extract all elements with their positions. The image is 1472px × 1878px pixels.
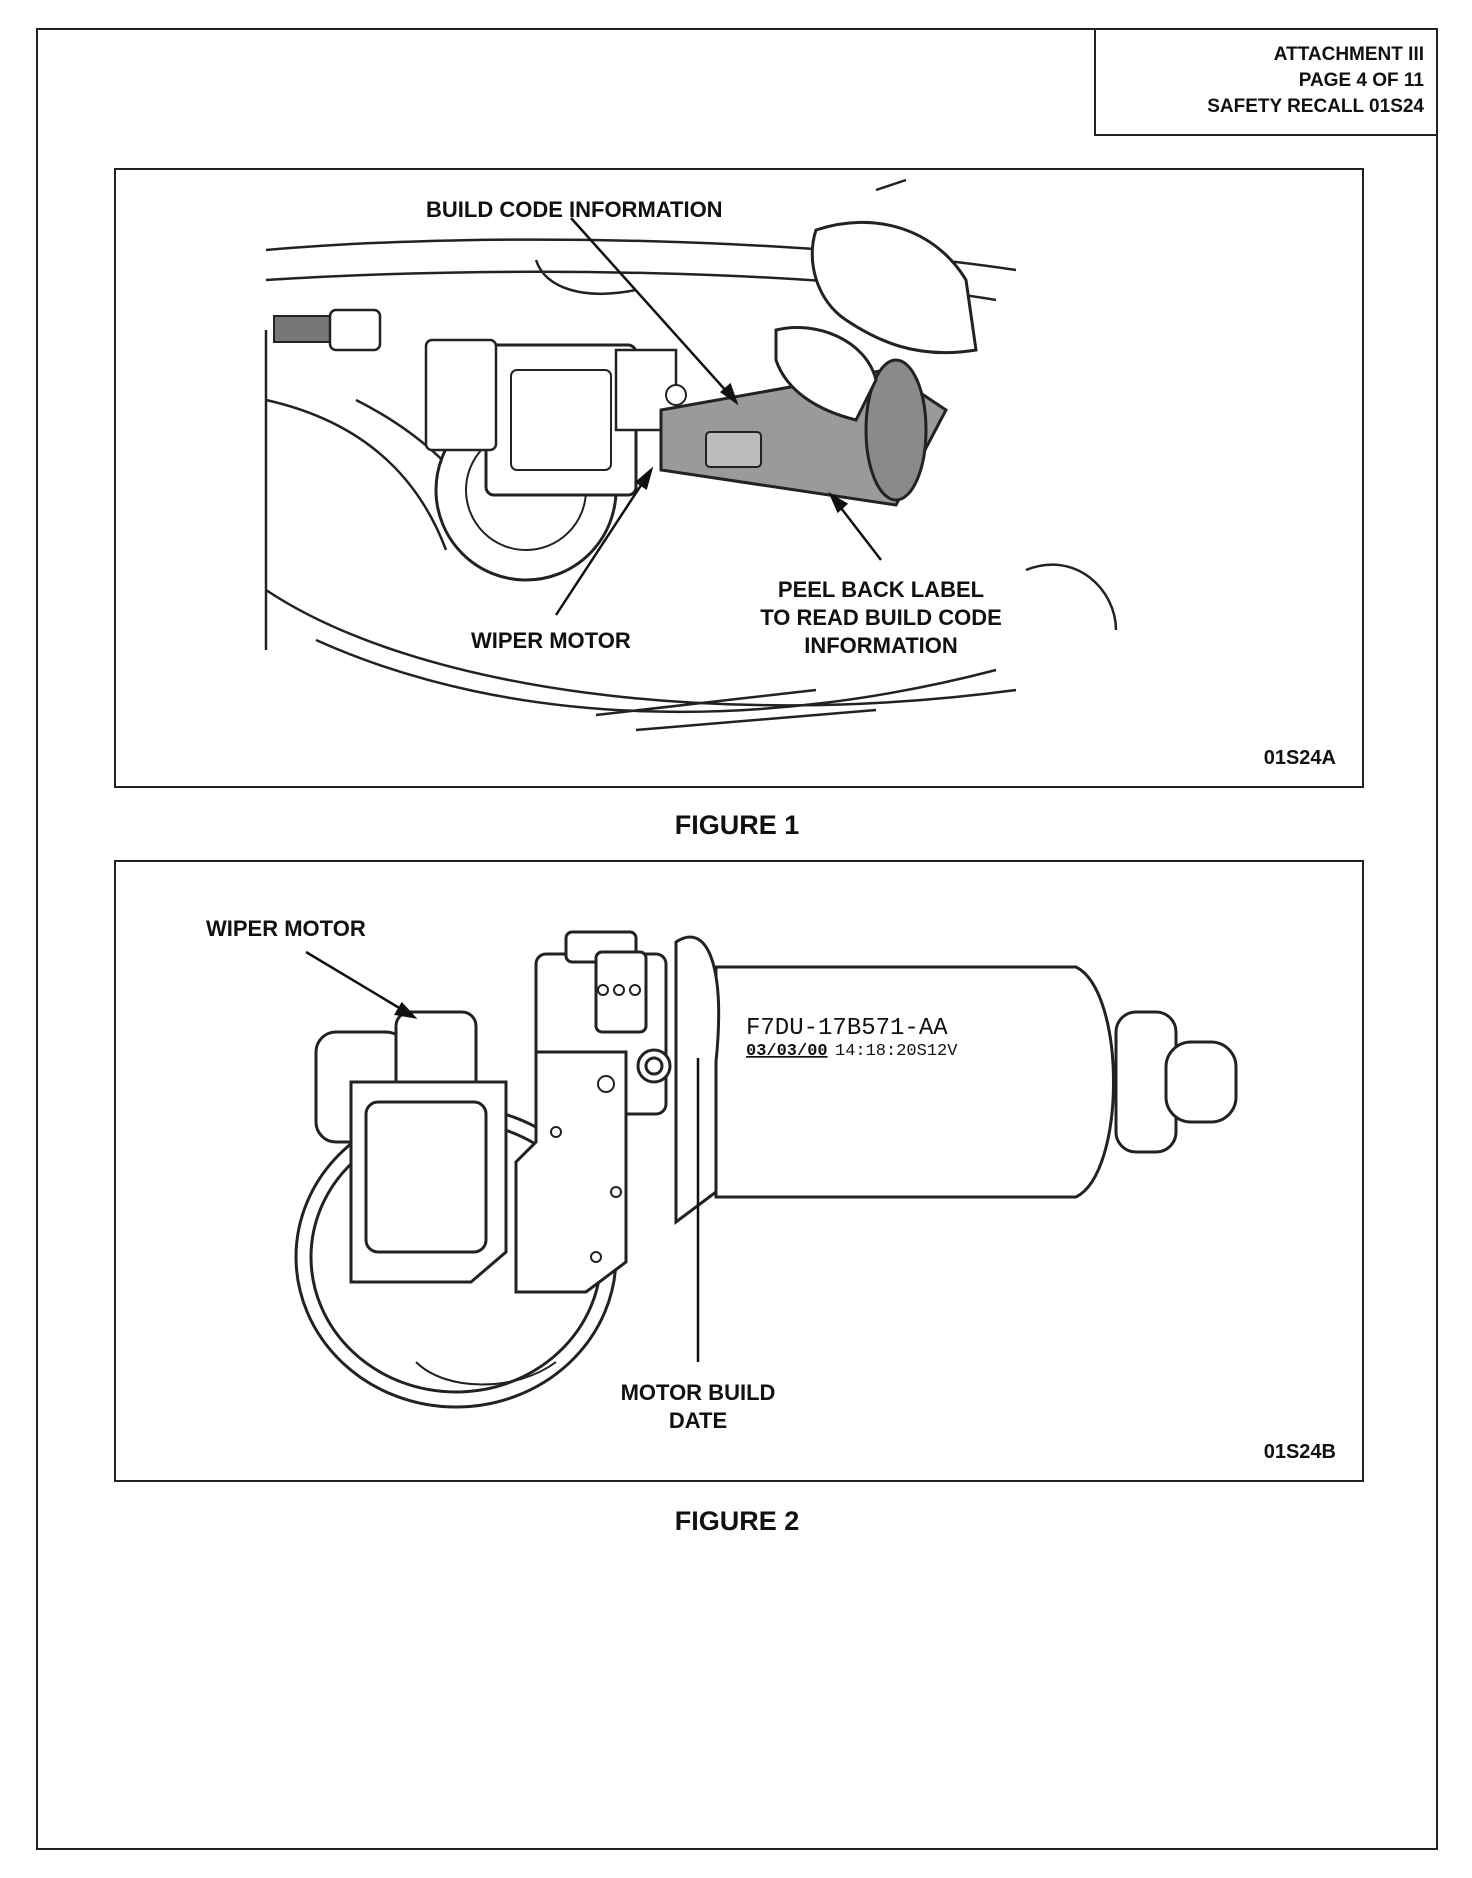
figure-1-code: 01S24A bbox=[1264, 747, 1336, 769]
label-peel-back-2: TO READ BUILD CODE bbox=[760, 605, 1002, 630]
wiper-motor-detailed bbox=[294, 930, 1238, 1409]
label-wiper-motor: WIPER MOTOR bbox=[471, 628, 631, 653]
figure-2-code: 01S24B bbox=[1264, 1441, 1336, 1463]
header-recall-id: SAFETY RECALL 01S24 bbox=[1207, 96, 1424, 117]
engine-bay-lines bbox=[264, 238, 1118, 732]
label-motor-build-date-2: DATE bbox=[669, 1408, 727, 1433]
label-peel-back-1: PEEL BACK LABEL bbox=[778, 577, 984, 602]
figure-2-leaders bbox=[305, 950, 700, 1362]
figure-1-leaders bbox=[554, 217, 882, 616]
figure-2-illustration: F7DU-17B571-AA 03/03/00 14:18:20S12V WIP… bbox=[114, 860, 1364, 1482]
technician-hand bbox=[774, 178, 978, 422]
page-frame bbox=[36, 28, 1438, 1850]
label-peel-back-3: INFORMATION bbox=[804, 633, 958, 658]
motor-build-code-suffix: 14:18:20S12V bbox=[835, 1042, 958, 1061]
figure-1-caption: FIGURE 1 bbox=[674, 810, 800, 840]
wiper-motor-body bbox=[424, 338, 948, 582]
wiper-shaft bbox=[273, 308, 382, 352]
document-header: ATTACHMENT III PAGE 4 OF 11 SAFETY RECAL… bbox=[1094, 28, 1438, 136]
motor-part-number: F7DU-17B571-AA bbox=[746, 1015, 948, 1042]
label-build-code-information: BUILD CODE INFORMATION bbox=[426, 197, 723, 222]
figure-2-caption: FIGURE 2 bbox=[674, 1506, 800, 1536]
figure-2-drawing: F7DU-17B571-AA 03/03/00 14:18:20S12V WIP… bbox=[206, 916, 1336, 1463]
header-page-number: PAGE 4 OF 11 bbox=[1298, 70, 1424, 91]
motor-detail-holes bbox=[415, 984, 641, 1386]
label-wiper-motor-2: WIPER MOTOR bbox=[206, 916, 366, 941]
figure-1-drawing: BUILD CODE INFORMATION WIPER MOTOR PEEL … bbox=[264, 178, 1336, 769]
label-motor-build-date-1: MOTOR BUILD bbox=[621, 1380, 776, 1405]
header-attachment: ATTACHMENT III bbox=[1273, 44, 1424, 65]
motor-build-date-value: 03/03/00 bbox=[746, 1042, 828, 1061]
figure-1-illustration: BUILD CODE INFORMATION WIPER MOTOR PEEL … bbox=[114, 168, 1364, 788]
